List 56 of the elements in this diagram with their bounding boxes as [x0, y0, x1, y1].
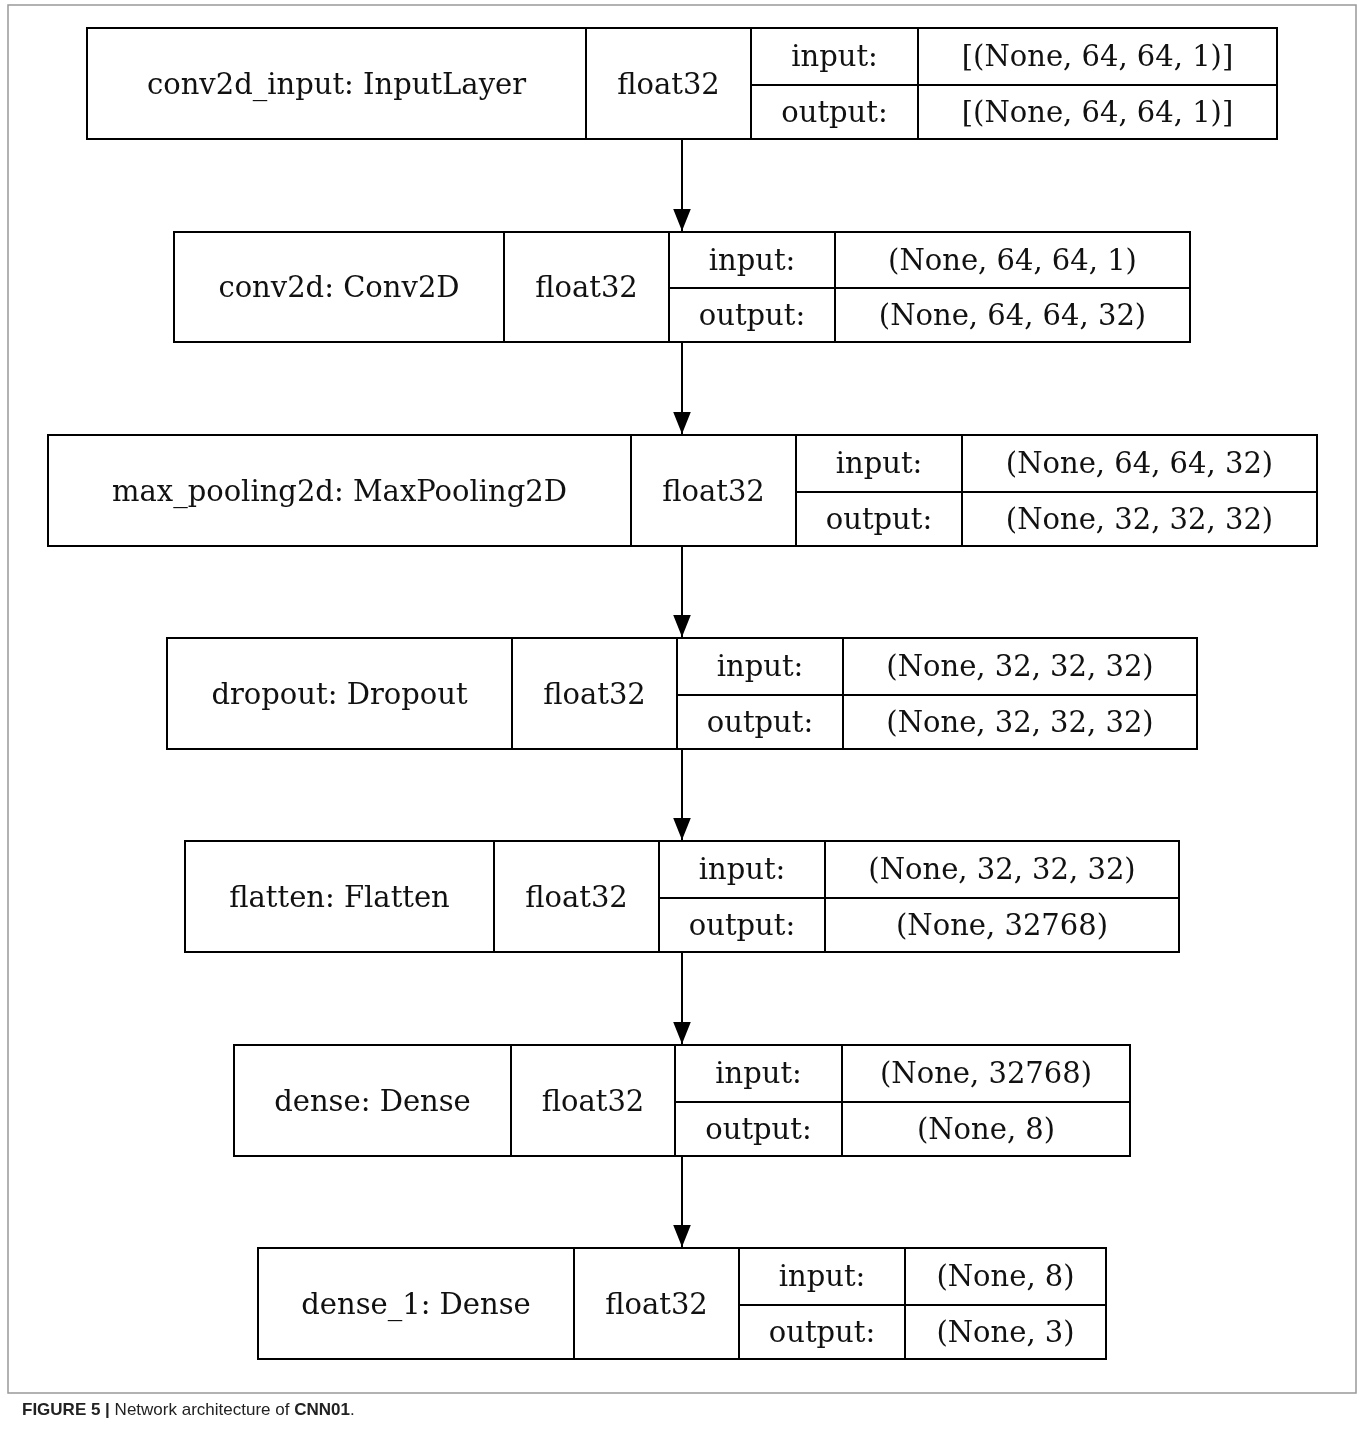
- port-label: input:: [750, 29, 917, 84]
- shape-value: (None, 32, 32, 32): [961, 490, 1316, 545]
- data-type: float32: [503, 233, 668, 341]
- data-type: float32: [511, 639, 676, 748]
- arrow: [673, 342, 691, 435]
- shape-value: (None, 8): [841, 1100, 1129, 1155]
- shape-value: (None, 32, 32, 32): [824, 842, 1178, 897]
- layer-box: [86, 27, 1278, 140]
- layer-name: dropout: Dropout: [210, 675, 469, 713]
- shape-value: (None, 32, 32, 32): [842, 693, 1196, 748]
- layer-box: [166, 637, 1198, 750]
- port-label: output:: [750, 83, 917, 138]
- figure-caption: FIGURE 5 | Network architecture of CNN01.: [22, 1400, 355, 1420]
- port-label: input:: [658, 842, 824, 897]
- layer-name: dense: Dense: [273, 1082, 472, 1120]
- layer-box: [184, 840, 1180, 953]
- arrow: [673, 749, 691, 841]
- port-label: input:: [795, 436, 961, 491]
- shape-value: (None, 32, 32, 32): [842, 639, 1196, 694]
- port-label: input:: [738, 1249, 904, 1304]
- data-type: float32: [493, 842, 658, 951]
- layer-name: conv2d: Conv2D: [217, 269, 461, 306]
- shape-value: (None, 64, 64, 32): [961, 436, 1316, 491]
- port-label: input:: [668, 233, 834, 287]
- data-type: float32: [585, 29, 750, 138]
- port-label: output:: [738, 1303, 904, 1358]
- shape-value: (None, 3): [904, 1303, 1105, 1358]
- shape-value: (None, 32768): [824, 896, 1178, 951]
- port-label: input:: [674, 1046, 841, 1101]
- shape-value: (None, 64, 64, 32): [834, 287, 1189, 341]
- shape-value: (None, 64, 64, 1): [834, 233, 1189, 287]
- port-label: output:: [795, 490, 961, 545]
- arrow: [673, 1156, 691, 1248]
- data-type: float32: [573, 1249, 738, 1358]
- port-label: input:: [676, 639, 842, 694]
- layer-box: [233, 1044, 1131, 1157]
- layer-name: dense_1: Dense: [300, 1285, 532, 1324]
- layer-name: max_pooling2d: MaxPooling2D: [111, 472, 568, 511]
- layer-name: flatten: Flatten: [228, 878, 451, 916]
- layer-box: [257, 1247, 1107, 1360]
- layer-name: conv2d_input: InputLayer: [145, 65, 528, 104]
- shape-value: (None, 8): [904, 1249, 1105, 1304]
- layer-box: [47, 434, 1318, 547]
- layer-box: [173, 231, 1191, 343]
- shape-value: [(None, 64, 64, 1)]: [917, 83, 1276, 138]
- data-type: float32: [630, 436, 795, 545]
- port-label: output:: [676, 693, 842, 748]
- port-label: output:: [658, 896, 824, 951]
- arrow: [673, 546, 691, 638]
- port-label: output:: [668, 287, 834, 341]
- arrow: [673, 952, 691, 1045]
- shape-value: [(None, 64, 64, 1)]: [917, 29, 1276, 84]
- port-label: output:: [674, 1100, 841, 1155]
- shape-value: (None, 32768): [841, 1046, 1129, 1101]
- data-type: float32: [510, 1046, 674, 1155]
- arrow: [673, 139, 691, 232]
